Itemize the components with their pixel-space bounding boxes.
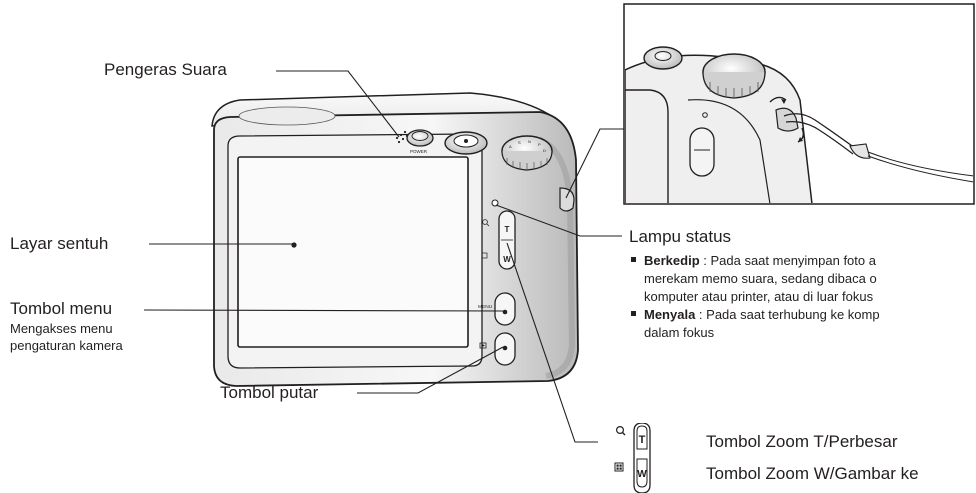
camera-body: POWER A S N PD T W MENU [211, 92, 579, 387]
svg-text:W: W [503, 255, 511, 264]
thumbnail-icon [614, 462, 624, 472]
svg-text:P: P [538, 142, 541, 147]
zoom-in-icon [615, 425, 625, 435]
label-status-lamp: Lampu status [629, 227, 732, 246]
svg-text:N: N [528, 139, 531, 144]
label-touchscreen: Layar sentuh [10, 234, 109, 253]
callout-menu [143, 309, 505, 312]
zoom-key-t: T [639, 434, 646, 446]
label-zoom-t: Tombol Zoom T/Perbesar [706, 432, 898, 451]
menu-marking: MENU [478, 304, 493, 310]
callout-status-lamp [495, 204, 622, 237]
speaker-grille [395, 130, 409, 144]
svg-text:S: S [518, 140, 521, 145]
status-item-blinking: Berkedip : Pada saat menyimpan foto a me… [631, 252, 877, 306]
label-play-button: Tombol putar [220, 383, 319, 402]
callout-inset [565, 128, 624, 199]
status-item-blinking-term: Berkedip [644, 253, 700, 268]
callout-lines [143, 70, 624, 443]
svg-text:T: T [505, 225, 510, 234]
touchscreen-dot [291, 242, 297, 248]
zoom-key-legend: T W [614, 423, 651, 493]
status-item-on: Menyala : Pada saat terhubung ke komp da… [631, 306, 880, 342]
svg-text:D: D [543, 148, 546, 153]
label-zoom-w: Tombol Zoom W/Gambar ke [706, 464, 919, 483]
status-item-on-term: Menyala [644, 307, 696, 322]
strap-inset [623, 3, 975, 205]
callout-zoom [506, 242, 598, 443]
label-menu-desc-1: Mengakses menu [10, 321, 113, 336]
status-lamp [491, 199, 499, 207]
label-menu-desc-2: pengaturan kamera [10, 338, 123, 353]
callout-speaker [276, 70, 400, 138]
label-menu-button: Tombol menu [10, 299, 113, 318]
power-marking: POWER [410, 149, 428, 154]
callout-play [357, 346, 504, 394]
label-speaker: Pengeras Suara [104, 60, 227, 79]
touchscreen-panel [237, 156, 469, 348]
zoom-key-w: W [637, 469, 647, 480]
svg-text:A: A [509, 144, 512, 149]
